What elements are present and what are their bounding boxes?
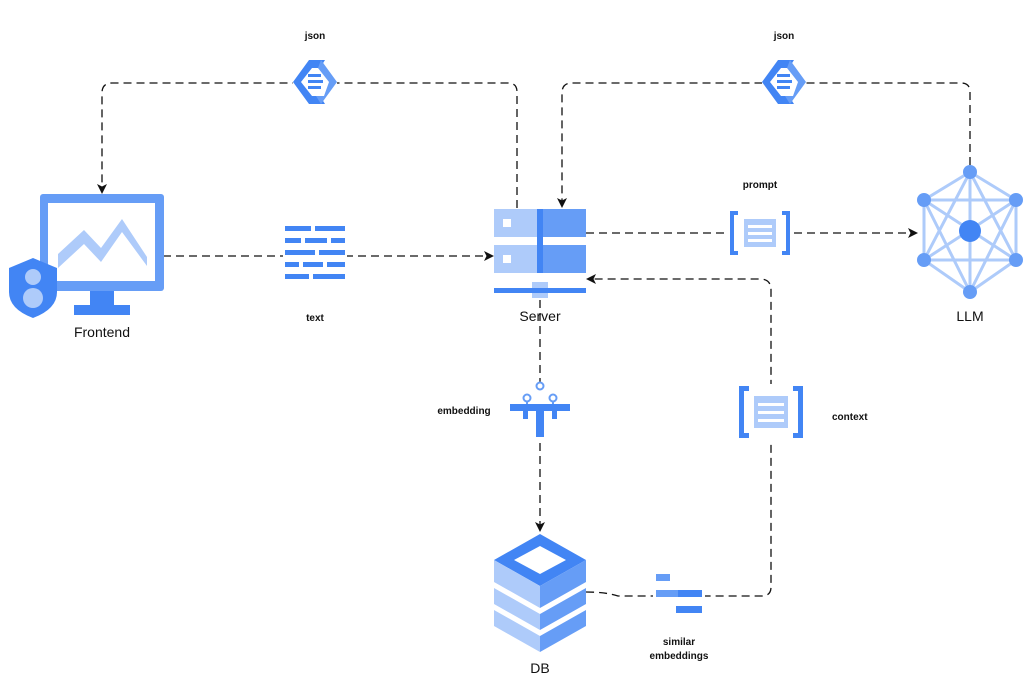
bars-icon [653, 572, 705, 620]
edge-label-context: context [832, 412, 868, 423]
llm-node: LLM [917, 165, 1023, 324]
server-label: Server [519, 308, 561, 324]
edge-label-text: text [306, 313, 324, 324]
edge-label-prompt: prompt [743, 180, 778, 191]
frontend-node: Frontend [9, 194, 164, 340]
document-brackets-icon [728, 209, 792, 257]
frontend-label: Frontend [74, 324, 130, 340]
network-nodes-icon [917, 165, 1023, 299]
db-label: DB [530, 660, 549, 676]
database-stack-icon [494, 534, 586, 652]
user-shield-icon [9, 258, 57, 318]
server-node: Server [494, 209, 586, 324]
edge-label-json-right: json [773, 31, 795, 42]
document-brackets-icon [737, 384, 805, 440]
db-node: DB [494, 534, 586, 676]
edge-db-to-server [585, 274, 772, 597]
edge-llm-to-server [557, 82, 971, 208]
json-brackets-icon [762, 60, 806, 104]
llm-label: LLM [956, 308, 983, 324]
edge-label-embedding: embedding [437, 406, 490, 417]
server-icon [494, 209, 586, 298]
monitor-icon [40, 194, 164, 315]
embedding-connector-icon [508, 381, 572, 438]
edge-label-json-left: json [304, 31, 326, 42]
edge-label-embeddings: embeddings [650, 651, 709, 662]
text-lines-icon [283, 224, 347, 288]
json-brackets-icon [293, 60, 337, 104]
edge-label-similar: similar [663, 637, 695, 648]
